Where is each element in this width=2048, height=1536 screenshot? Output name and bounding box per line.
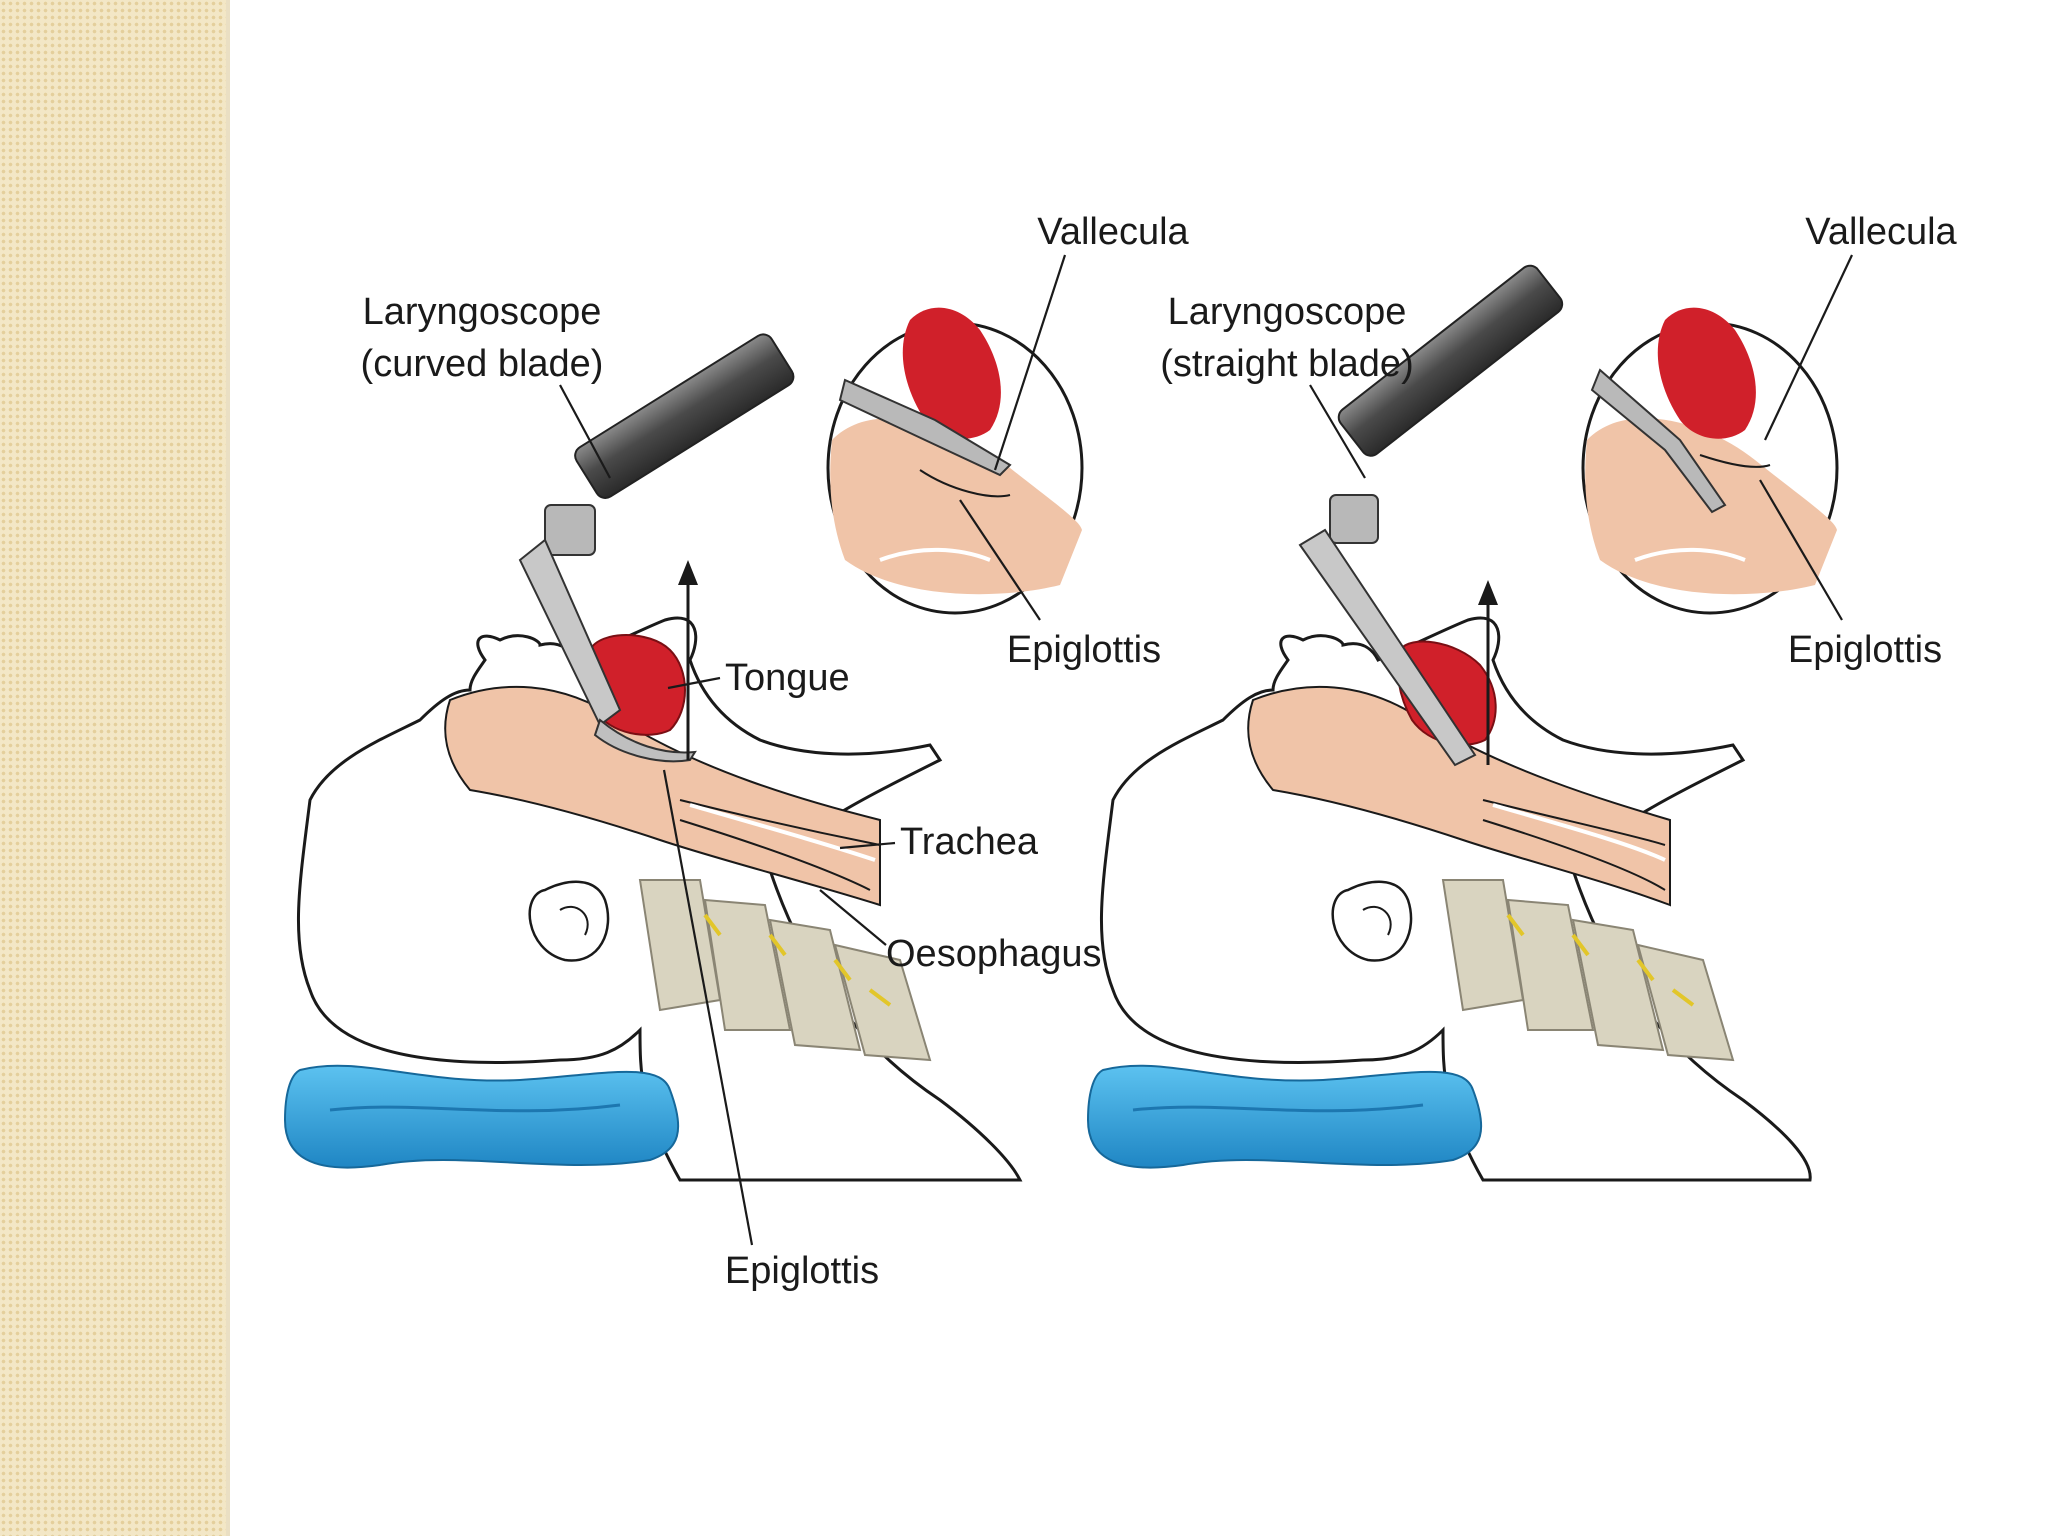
left-scope-label-line2: (curved blade) bbox=[361, 343, 604, 385]
left-ear-inner bbox=[559, 905, 589, 936]
left-lift-arrowhead bbox=[678, 560, 698, 585]
right-lift-arrowhead bbox=[1478, 580, 1498, 605]
right-pillow bbox=[1086, 1064, 1483, 1169]
right-oesophagus-tube bbox=[1482, 819, 1666, 891]
right-trachea-tube bbox=[1482, 799, 1666, 846]
left-vertebrae bbox=[638, 879, 932, 1062]
leader-lines bbox=[559, 254, 1853, 1246]
left-airway-highlight bbox=[689, 803, 876, 862]
left-panel-curved-blade bbox=[283, 307, 1084, 1182]
right-panel-straight-blade bbox=[1086, 264, 1839, 1182]
left-pillow-seam bbox=[329, 1103, 621, 1113]
left-trachea-tube bbox=[679, 799, 881, 846]
left-oesophagus-label: Oesophagus bbox=[886, 933, 1102, 975]
left-pillow bbox=[283, 1064, 680, 1169]
left-scope-label-line1: Laryngoscope bbox=[363, 291, 602, 333]
left-tongue-label: Tongue bbox=[725, 657, 850, 699]
sidebar-divider bbox=[226, 0, 230, 1536]
left-epiglottis-inset-label: Epiglottis bbox=[1007, 629, 1161, 671]
right-pillow-seam bbox=[1132, 1103, 1424, 1113]
left-inset bbox=[826, 307, 1084, 615]
left-epiglottis-main-label: Epiglottis bbox=[725, 1250, 879, 1292]
right-vertebrae bbox=[1441, 879, 1735, 1062]
right-airway-highlight bbox=[1492, 803, 1666, 862]
right-scope-label-line2: (straight blade) bbox=[1160, 343, 1413, 385]
right-ear-inner bbox=[1362, 905, 1392, 936]
right-epiglottis-inset-label: Epiglottis bbox=[1788, 629, 1942, 671]
left-trachea-label: Trachea bbox=[900, 821, 1039, 863]
right-laryngoscope bbox=[1298, 264, 1564, 767]
left-vallecula-label: Vallecula bbox=[1037, 211, 1189, 253]
right-ear bbox=[1331, 880, 1413, 962]
decorative-sidebar bbox=[0, 0, 226, 1536]
right-scope-label-line1: Laryngoscope bbox=[1168, 291, 1407, 333]
left-laryngoscope bbox=[518, 333, 795, 763]
right-vallecula-label: Vallecula bbox=[1805, 211, 1957, 253]
labels: Laryngoscope (curved blade) Vallecula Ep… bbox=[361, 211, 1958, 1292]
left-oesophagus-tube bbox=[679, 819, 871, 891]
left-ear bbox=[528, 880, 610, 962]
right-inset bbox=[1581, 307, 1839, 615]
